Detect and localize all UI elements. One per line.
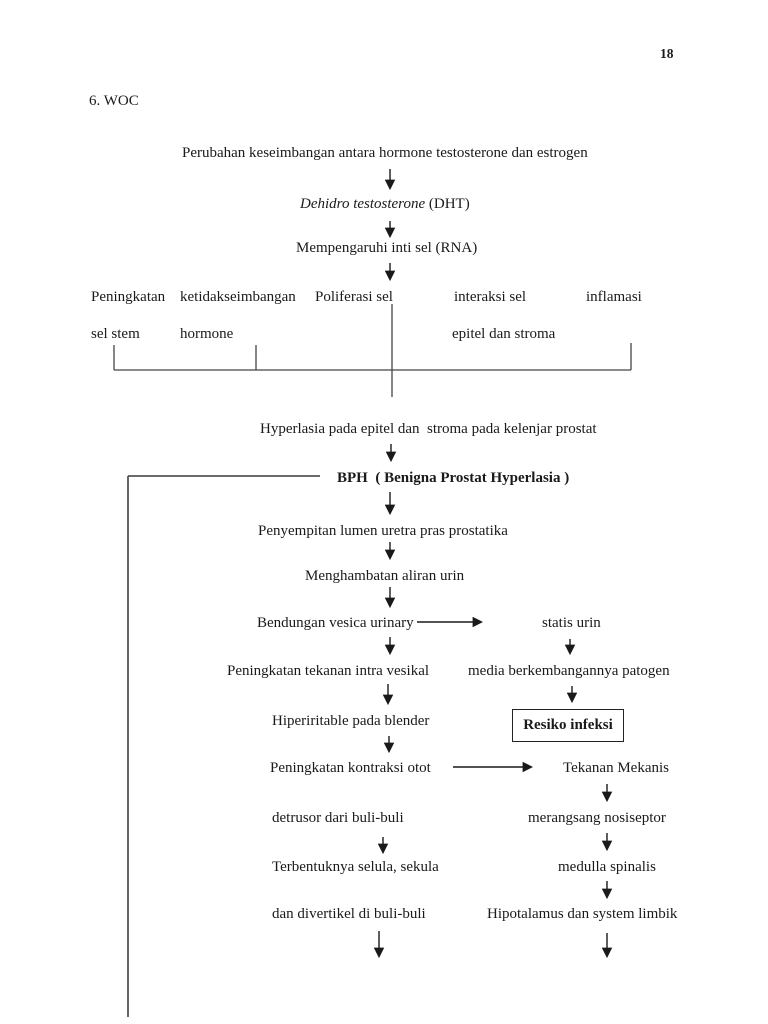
node-terbentuknya-selula-line2-divertikel: dan divertikel di buli-buli bbox=[272, 906, 426, 922]
node-poliferasi-sel: Poliferasi sel bbox=[315, 289, 393, 305]
node-tekanan-intra-vesikal: Peningkatan tekanan intra vesikal bbox=[227, 663, 430, 679]
node-inflamasi: inflamasi bbox=[586, 289, 642, 305]
section-heading: 6. WOC bbox=[89, 93, 139, 109]
node-interaksi-sel-line1: interaksi sel bbox=[454, 289, 527, 305]
node-bendungan-vesica: Bendungan vesica urinary bbox=[257, 615, 414, 631]
node-hyperlasia: Hyperlasia pada epitel dan stroma pada k… bbox=[260, 421, 597, 437]
node-resiko-infeksi-box: Resiko infeksi bbox=[512, 709, 624, 742]
node-dht: Dehidro testosterone (DHT) bbox=[300, 195, 470, 213]
node-dht-rest: (DHT) bbox=[425, 196, 470, 212]
node-hipotalamus-limbik: Hipotalamus dan system limbik bbox=[487, 906, 678, 922]
node-kontraksi-otot-line2-detrusor: detrusor dari buli-buli bbox=[272, 810, 404, 826]
node-terbentuknya-selula-line1: Terbentuknya selula, sekula bbox=[272, 859, 439, 875]
node-resiko-infeksi-label: Resiko infeksi bbox=[523, 717, 613, 733]
node-ketidakseimbangan-hormone-line2: hormone bbox=[180, 326, 234, 342]
node-media-patogen: media berkembangannya patogen bbox=[468, 663, 670, 679]
page-number: 18 bbox=[660, 46, 674, 61]
node-merangsang-nosiseptor: merangsang nosiseptor bbox=[528, 810, 666, 826]
node-statis-urin: statis urin bbox=[542, 615, 601, 631]
node-perubahan-keseimbangan: Perubahan keseimbangan antara hormone te… bbox=[182, 145, 588, 161]
node-ketidakseimbangan-hormone-line1: ketidakseimbangan bbox=[180, 289, 296, 305]
node-peningkatan-sel-stem-line1: Peningkatan bbox=[91, 289, 166, 305]
node-tekanan-mekanis: Tekanan Mekanis bbox=[563, 760, 669, 776]
node-menghambatan-aliran-urin: Menghambatan aliran urin bbox=[305, 568, 465, 584]
node-interaksi-sel-line2: epitel dan stroma bbox=[452, 326, 556, 342]
node-peningkatan-sel-stem-line2: sel stem bbox=[91, 326, 140, 342]
node-hiperiritable-blender: Hiperiritable pada blender bbox=[272, 713, 430, 729]
node-dht-italic: Dehidro testosterone bbox=[300, 196, 426, 212]
node-penyempitan-lumen: Penyempitan lumen uretra pras prostatika bbox=[258, 523, 508, 539]
node-inti-sel-rna: Mempengaruhi inti sel (RNA) bbox=[296, 240, 478, 256]
node-kontraksi-otot-line1: Peningkatan kontraksi otot bbox=[270, 760, 431, 776]
node-bph: BPH ( Benigna Prostat Hyperlasia ) bbox=[337, 470, 570, 486]
node-medulla-spinalis: medulla spinalis bbox=[558, 859, 656, 875]
